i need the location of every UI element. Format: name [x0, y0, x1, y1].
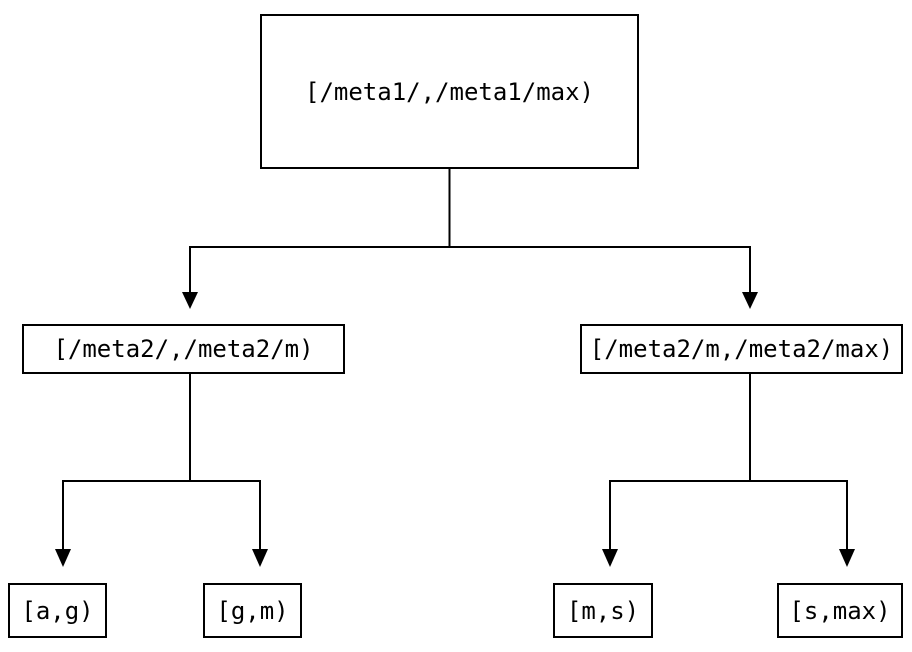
edge-meta2-low-to-leaf-ag [55, 374, 191, 567]
edge-root-to-meta2-high [448, 169, 758, 309]
node-leaf-gm: [g,m) [203, 583, 302, 638]
node-leaf-ag: [a,g) [8, 583, 107, 638]
node-meta2-low-label: [/meta2/,/meta2/m) [53, 335, 314, 363]
arrowhead-down-icon [742, 292, 758, 309]
edge-meta2-high-to-leaf-ms [602, 374, 751, 567]
node-meta2-high: [/meta2/m,/meta2/max) [580, 324, 903, 374]
node-leaf-gm-label: [g,m) [216, 596, 289, 625]
node-root: [/meta1/,/meta1/max) [260, 14, 639, 169]
node-meta2-high-label: [/meta2/m,/meta2/max) [589, 335, 894, 363]
node-leaf-ms: [m,s) [553, 583, 653, 638]
arrowhead-down-icon [182, 292, 198, 309]
arrowhead-down-icon [602, 549, 618, 567]
node-leaf-smax: [s,max) [777, 583, 903, 638]
edge-root-to-meta2-low [182, 169, 451, 309]
node-leaf-ms-label: [m,s) [566, 596, 640, 625]
node-leaf-ag-label: [a,g) [21, 596, 94, 625]
edge-meta2-low-to-leaf-gm [189, 374, 268, 567]
node-meta2-low: [/meta2/,/meta2/m) [22, 324, 345, 374]
node-leaf-smax-label: [s,max) [789, 596, 891, 625]
arrowhead-down-icon [55, 549, 71, 567]
arrowhead-down-icon [252, 549, 268, 567]
node-root-label: [/meta1/,/meta1/max) [305, 77, 594, 106]
arrowhead-down-icon [839, 549, 855, 567]
edge-meta2-high-to-leaf-smax [749, 374, 855, 567]
